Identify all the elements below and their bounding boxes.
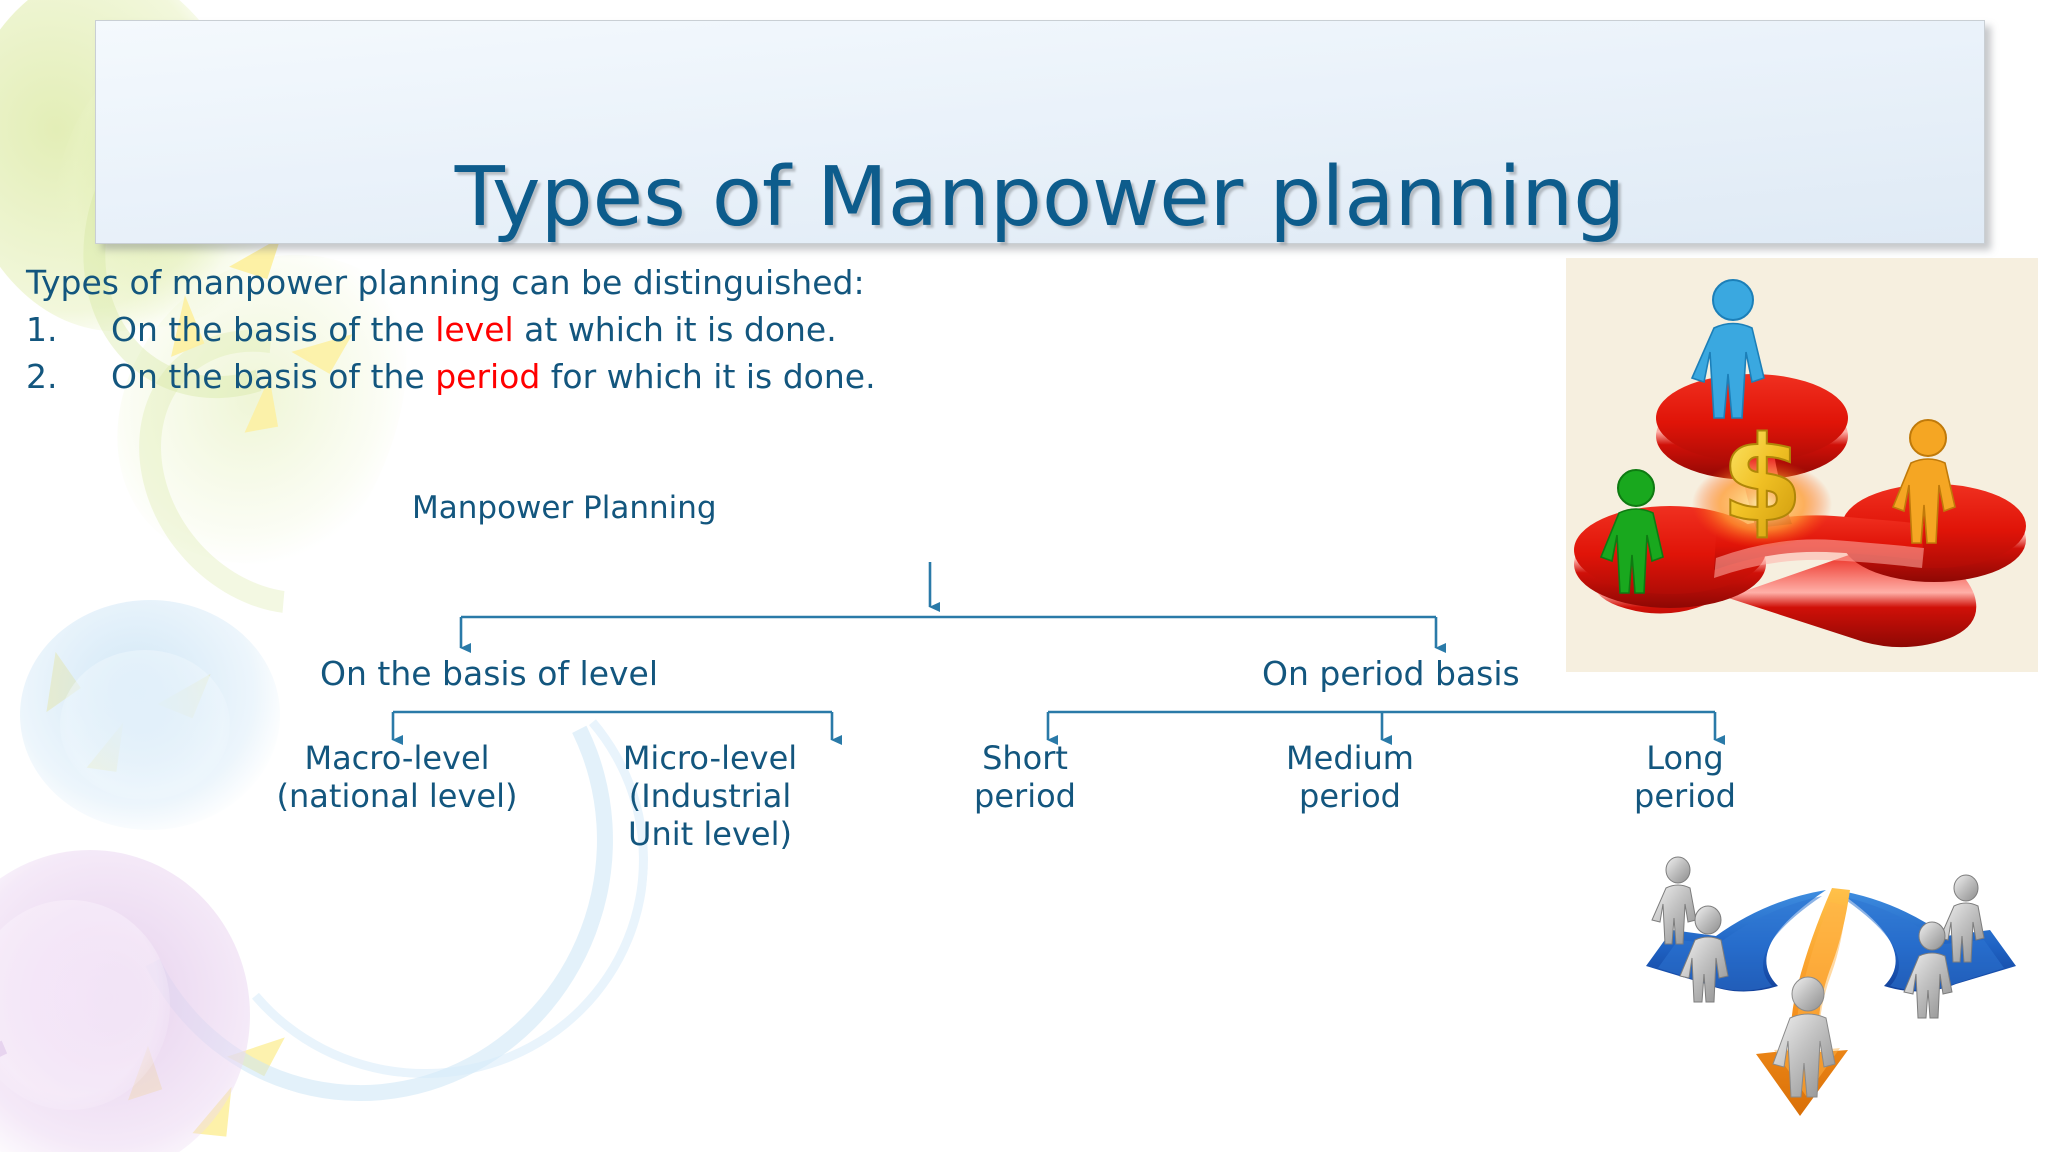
arrows-people-graphic: [1646, 856, 2016, 1116]
tree-node-long-period: Long period: [1634, 739, 1736, 815]
list-text: On the basis of the level at which it is…: [111, 309, 837, 351]
list-text-after: for which it is done.: [540, 357, 876, 397]
grey-person-figure: [1903, 921, 1953, 1019]
body-text-block: Types of manpower planning can be distin…: [26, 262, 1526, 404]
tree-node-short-period: Short period: [974, 739, 1076, 815]
page-title: Types of Manpower planning: [454, 150, 1626, 245]
svg-text:$: $: [1721, 410, 1803, 548]
red-platform-people-graphic: $: [1574, 279, 2026, 648]
grey-person-figure: [1939, 874, 1985, 963]
list-number: 1.: [26, 310, 58, 350]
grey-person-figure-front: [1772, 976, 1836, 1098]
orange-person-figure: [1891, 419, 1956, 544]
green-person-figure: [1599, 469, 1664, 594]
grey-person-figure: [1679, 905, 1729, 1003]
list-text-after: at which it is done.: [513, 310, 837, 350]
list-number: 2.: [26, 357, 58, 397]
arrows-people-image: [1636, 848, 2040, 1152]
tree-node-root: Manpower Planning: [412, 490, 717, 526]
list-text-before: On the basis of the: [111, 310, 436, 350]
tree-node-on-period-basis: On period basis: [1262, 654, 1520, 693]
red-platform-people-image: $: [1566, 258, 2038, 672]
tree-node-macro-level: Macro-level (national level): [276, 739, 518, 815]
list-item: 1. On the basis of the level at which it…: [26, 309, 1526, 351]
list-keyword: period: [435, 357, 541, 397]
list-text: On the basis of the period for which it …: [111, 356, 876, 398]
list-item: 2. On the basis of the period for which …: [26, 356, 1526, 398]
title-panel: Types of Manpower planning: [95, 20, 1985, 244]
list-text-before: On the basis of the: [111, 357, 436, 397]
tree-node-medium-period: Medium period: [1286, 739, 1414, 815]
list-keyword: level: [435, 310, 514, 350]
tree-node-micro-level: Micro-level (Industrial Unit level): [622, 739, 798, 853]
tree-node-on-basis-of-level: On the basis of level: [320, 654, 659, 693]
blue-person-figure: [1690, 279, 1765, 419]
intro-line: Types of manpower planning can be distin…: [26, 263, 865, 302]
